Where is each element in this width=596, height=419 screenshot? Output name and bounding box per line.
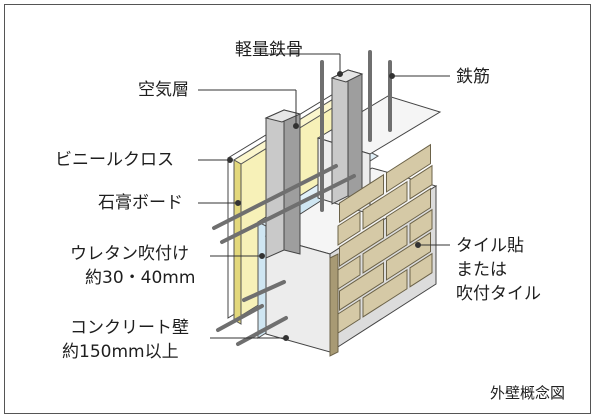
label-tile: タイル貼: [456, 236, 524, 256]
label-air-layer: 空気層: [138, 80, 189, 100]
label-urethane-spray: ウレタン吹付け: [70, 244, 189, 264]
label-vinyl-cloth: ビニールクロス: [55, 150, 174, 170]
label-concrete-wall: コンクリート壁: [70, 318, 189, 338]
tile-brick: [386, 143, 431, 193]
rebars: [212, 50, 392, 346]
tile-side-edge: [329, 253, 339, 357]
label-urethane-thickness: 約30・40mm: [85, 268, 196, 288]
label-spray-tile: 吹付タイル: [456, 284, 541, 304]
gypsum-board-edge: [233, 159, 242, 325]
tile-brick: [386, 187, 431, 237]
label-light-steel: 軽量鉄骨: [235, 40, 303, 60]
diagram-caption: 外壁概念図: [490, 384, 566, 402]
label-concrete-thickness: 約150mm以上: [62, 342, 179, 362]
tile-grid: [329, 143, 433, 357]
tile-brick: [339, 217, 384, 267]
tile-brick: [339, 261, 384, 311]
tile-brick: [362, 224, 408, 274]
leader-lines: [198, 53, 450, 341]
tile-brick: [362, 268, 408, 318]
label-rebar: 鉄筋: [456, 67, 490, 87]
tile-brick: [339, 173, 384, 223]
tile-brick: [409, 252, 433, 288]
tile-brick: [409, 208, 433, 244]
tile-brick: [337, 210, 361, 246]
label-gypsum-board: 石膏ボード: [98, 193, 183, 213]
tile-brick: [362, 180, 408, 230]
label-tile-or: または: [456, 260, 507, 280]
tile-brick: [409, 164, 433, 200]
diagram-frame: [4, 4, 591, 414]
